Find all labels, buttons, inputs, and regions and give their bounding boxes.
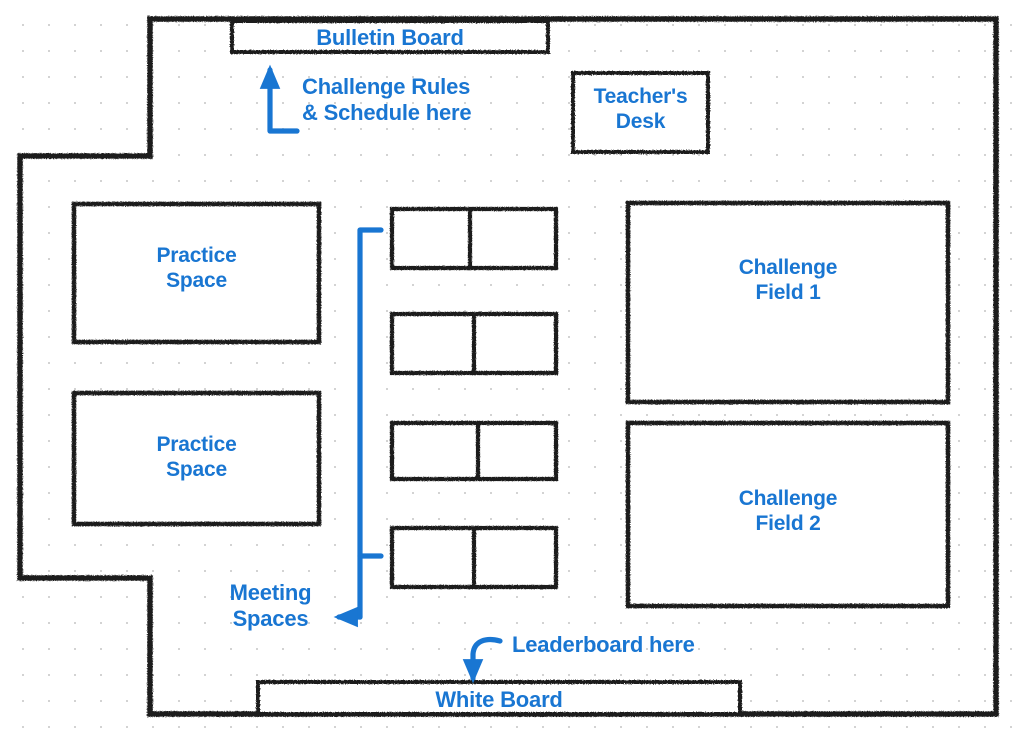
meeting-table-1-shape	[389, 206, 559, 271]
meeting-table-2-shape	[389, 311, 559, 376]
leaderboard-arrow-icon	[462, 636, 503, 684]
practice-space-1-shape	[71, 201, 322, 345]
meeting-spaces-bracket-icon	[357, 227, 384, 620]
meeting-table-4-shape	[389, 525, 559, 590]
practice-space-2-shape	[71, 390, 322, 527]
challenge-field-2-shape	[625, 420, 951, 609]
meeting-table-3-shape	[389, 420, 559, 482]
challenge-rules-arrow-icon	[259, 64, 300, 134]
challenge-field-1-shape	[625, 200, 951, 405]
bulletin-board-shape	[230, 19, 550, 54]
white-board-shape	[256, 680, 742, 716]
teachers-desk-shape	[571, 71, 710, 154]
